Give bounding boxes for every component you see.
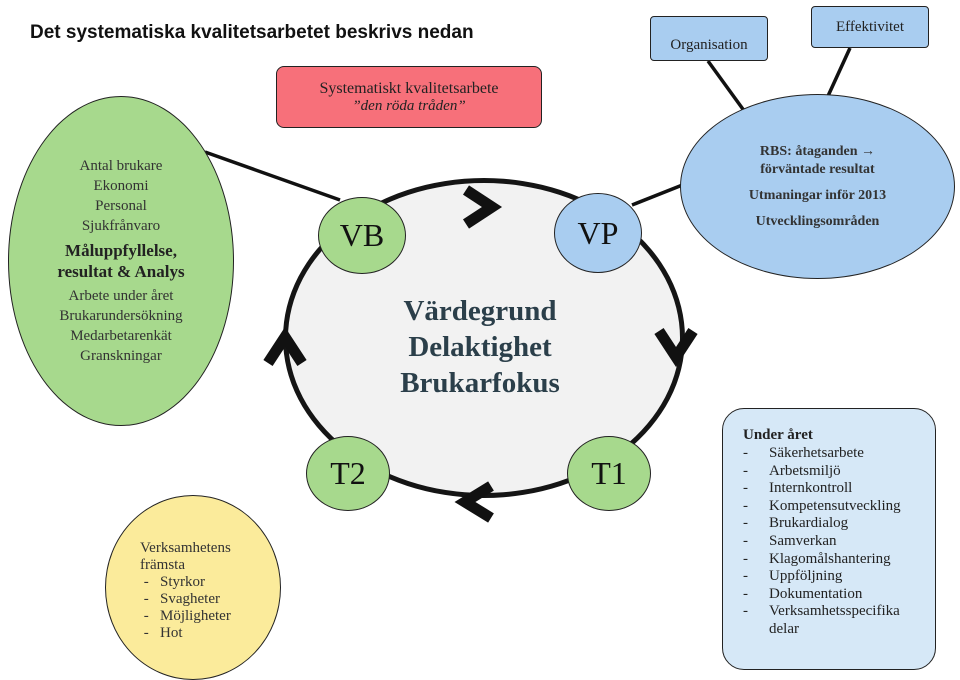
arrow-up-icon — [263, 326, 307, 367]
node-vb: VB — [318, 197, 406, 274]
green-item: Ekonomi — [93, 178, 149, 194]
red-thread-box: Systematiskt kvalitetsarbete ”den röda t… — [276, 66, 542, 128]
list-item-label: Internkontroll — [769, 480, 853, 497]
green-bold-line1: Måluppfyllelse, — [65, 241, 177, 260]
green-item: Brukarundersökning — [59, 308, 183, 324]
center-values: Värdegrund Delaktighet Brukarfokus — [340, 293, 620, 401]
swot-heading-line2: främsta — [140, 557, 185, 573]
green-bold-line2: resultat & Analys — [57, 262, 185, 281]
rbs-line: RBS: åtaganden → — [759, 143, 876, 159]
green-bold-heading: Måluppfyllelse, resultat & Analys — [57, 240, 184, 282]
swot-list: Verksamhetens främsta - Styrkor - Svaghe… — [140, 540, 231, 642]
yellow-ellipse: Verksamhetens främsta - Styrkor - Svaghe… — [105, 495, 281, 680]
green-item: Arbete under året — [68, 288, 174, 304]
under-aret-heading: Under året — [743, 427, 813, 443]
green-item: Antal brukare — [79, 158, 163, 174]
effektivitet-label: Effektivitet — [835, 18, 905, 35]
list-item-label: Kompetensutveckling — [769, 497, 901, 514]
swot-item: - Hot — [140, 625, 183, 641]
arrow-right-icon — [462, 185, 503, 229]
node-vb-label: VB — [339, 217, 385, 253]
list-item: -Arbetsmiljö — [743, 462, 841, 479]
node-t1-label: T1 — [591, 455, 627, 491]
arrow-down-icon — [654, 327, 698, 368]
swot-item: - Möjligheter — [140, 608, 231, 624]
under-aret-list: -Säkerhetsarbete -Arbetsmiljö -Internkon… — [743, 445, 923, 639]
swot-item: - Svagheter — [140, 591, 220, 607]
swot-heading-line1: Verksamhetens — [140, 540, 231, 556]
list-item-label: Säkerhetsarbete — [769, 445, 864, 461]
list-item: -Klagomålshantering — [743, 550, 891, 567]
development-areas-line: Utvecklingsområden — [755, 213, 880, 229]
list-item-label: Verksamhetsspecifika delar — [769, 603, 900, 637]
swot-item-label: Styrkor — [160, 574, 205, 590]
list-item: -Brukardialog — [743, 515, 849, 532]
node-t2-label: T2 — [330, 455, 366, 491]
page-title: Det systematiska kvalitetsarbetet beskri… — [30, 22, 474, 43]
node-t1: T1 — [567, 436, 651, 511]
green-item: Medarbetarenkät — [70, 328, 172, 344]
red-thread-title: Systematiskt kvalitetsarbete — [319, 79, 499, 97]
swot-item: - Styrkor — [140, 574, 205, 590]
red-thread-subtitle: ”den röda tråden” — [352, 97, 466, 114]
green-item: Sjukfrånvaro — [81, 218, 161, 234]
green-item: Granskningar — [80, 348, 162, 364]
under-aret-box: Under året -Säkerhetsarbete -Arbetsmiljö… — [722, 408, 936, 670]
node-vp-label: VP — [577, 214, 619, 251]
green-item: Personal — [95, 198, 147, 214]
node-t2: T2 — [306, 436, 390, 511]
effektivitet-box: Effektivitet — [811, 6, 929, 48]
center-line1: Värdegrund — [403, 295, 557, 327]
swot-item-label: Hot — [160, 625, 183, 641]
list-item: -Kompetensutveckling — [743, 497, 901, 514]
list-item-label: Brukardialog — [769, 515, 849, 532]
list-item: -Säkerhetsarbete — [743, 445, 864, 461]
list-item: -Verksamhetsspecifika delar — [743, 603, 923, 638]
swot-item-label: Möjligheter — [160, 608, 231, 624]
expected-results-line: förväntade resultat — [760, 161, 875, 177]
arrow-left-icon — [454, 481, 494, 523]
connector-green-vb — [204, 150, 341, 202]
challenges-line: Utmaningar inför 2013 — [748, 187, 887, 203]
blue-ellipse: RBS: åtaganden → förväntade resultat Utm… — [680, 94, 955, 279]
center-line3: Brukarfokus — [400, 367, 560, 399]
list-item-label: Klagomålshantering — [769, 550, 891, 567]
list-item: -Uppföljning — [743, 568, 843, 585]
list-item-label: Dokumentation — [769, 585, 863, 602]
list-item-label: Uppföljning — [769, 568, 843, 585]
list-item: -Samverkan — [743, 532, 837, 549]
green-ellipse: Antal brukare Ekonomi Personal Sjukfrånv… — [8, 96, 234, 426]
swot-item-label: Svagheter — [160, 591, 220, 607]
list-item: -Dokumentation — [743, 585, 863, 602]
organisation-label: Organisation — [670, 37, 748, 53]
connector-effektivitet — [826, 47, 852, 97]
list-item: -Internkontroll — [743, 480, 853, 497]
node-vp: VP — [554, 193, 642, 273]
center-line2: Delaktighet — [408, 331, 552, 363]
list-item-label: Samverkan — [769, 532, 837, 549]
connector-organisation — [706, 59, 747, 114]
list-item-label: Arbetsmiljö — [769, 462, 841, 479]
organisation-box: Organisation — [650, 16, 768, 61]
